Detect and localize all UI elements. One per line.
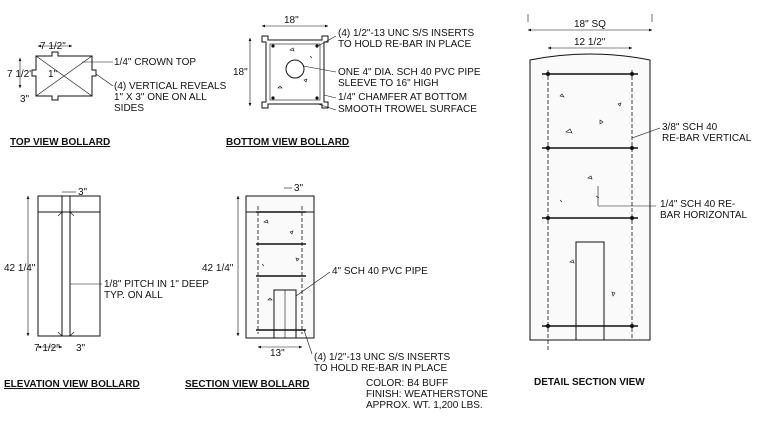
detail-dim-outer: 18" SQ [574,19,606,30]
section-view-bollard: 3" 42 1/4" 13" 4" SCH 40 PVC PIPE (4) 1/… [185,183,451,390]
elevation-dim-top: 3" [78,187,88,198]
section-dim-height: 42 1/4" [202,263,234,274]
top-view-crown-note: 1/4" CROWN TOP [114,57,196,68]
section-body [245,211,315,339]
detail-vertical-note-1: 3/8" SCH 40 [662,122,718,133]
bottom-view-dim-width: 18" [284,15,299,26]
spec-finish: FINISH: WEATHERSTONE [366,389,488,400]
spec-weight: APPROX. WT. 1,200 LBS. [366,400,483,411]
top-view-dim-inner: 1" [48,69,58,80]
spec-color: COLOR: B4 BUFF [366,378,448,389]
detail-body [529,53,651,341]
bottom-view-inserts-note-1: (4) 1/2"-13 UNC S/S INSERTS [338,28,475,39]
top-view-reveals-note-1: (4) VERTICAL REVEALS [114,81,227,92]
detail-view-title: DETAIL SECTION VIEW [534,377,645,388]
bottom-view-dim-height: 18" [233,67,248,78]
bottom-view-chamfer-note: 1/4" CHAMFER AT BOTTOM [338,92,467,103]
elevation-body [37,211,101,337]
top-view-dim-bottom: 3" [20,94,30,105]
specs-block: COLOR: B4 BUFF FINISH: WEATHERSTONE APPR… [366,378,488,411]
top-view-title: TOP VIEW BOLLARD [10,137,110,148]
elevation-dim-bottom-right: 3" [76,343,86,354]
bottom-view-pipe-note-1: ONE 4" DIA. SCH 40 PVC PIPE [338,67,481,78]
elevation-dim-height: 42 1/4" [4,263,36,274]
elevation-pitch-note-2: TYP. ON ALL [104,290,163,301]
detail-section-view: 18" SQ 12 1/2" 3/8" SCH 40 RE-BAR VERTIC… [527,14,752,388]
pvc-sleeve-circle [285,59,305,79]
elevation-cap [37,195,101,213]
top-view-bollard: 7 1/2" 7 1/2" 1" 3" 1/4" CROWN TOP (4) V… [7,41,227,148]
detail-horizontal-note-2: BAR HORIZONTAL [660,210,747,221]
bottom-view-inserts-note-2: TO HOLD RE-BAR IN PLACE [338,39,472,50]
section-inserts-note-2: TO HOLD RE-BAR IN PLACE [314,363,448,374]
section-view-title: SECTION VIEW BOLLARD [185,379,309,390]
bottom-view-pipe-note-2: SLEEVE TO 16" HIGH [338,78,438,89]
section-cap [245,195,315,213]
detail-dim-inner: 12 1/2" [574,37,606,48]
elevation-dim-bottom-left: 7 1/2" [34,343,60,354]
detail-pvc-sleeve [575,241,605,341]
elevation-view-bollard: 3" 42 1/4" 7 1/2" 3" 1/8" PITCH IN 1" DE… [4,187,209,390]
elevation-view-title: ELEVATION VIEW BOLLARD [4,379,140,390]
bottom-view-trowel-note: SMOOTH TROWEL SURFACE [338,104,477,115]
detail-vertical-note-2: RE-BAR VERTICAL [662,133,752,144]
elevation-pitch-note-1: 1/8" PITCH IN 1" DEEP [104,279,209,290]
top-view-dim-top: 7 1/2" [40,41,66,52]
section-dim-bottom: 13" [270,348,285,359]
bottom-view-outline [261,35,329,109]
elevation-reveal [61,211,71,337]
section-inserts-note-1: (4) 1/2"-13 UNC S/S INSERTS [314,352,451,363]
section-pipe-note: 4" SCH 40 PVC PIPE [332,266,428,277]
bottom-view-title: BOTTOM VIEW BOLLARD [226,137,349,148]
top-view-reveals-note-3: SIDES [114,103,144,114]
bottom-view-bollard: 18" 18" (4) 1/2"-13 UNC S/S INSERTS TO H… [226,15,481,148]
top-view-dim-left: 7 1/2" [7,69,33,80]
section-dim-top: 3" [294,183,304,194]
detail-horizontal-note-1: 1/4" SCH 40 RE- [660,199,735,210]
top-view-reveals-note-2: 1" X 3" ONE ON ALL [114,92,207,103]
